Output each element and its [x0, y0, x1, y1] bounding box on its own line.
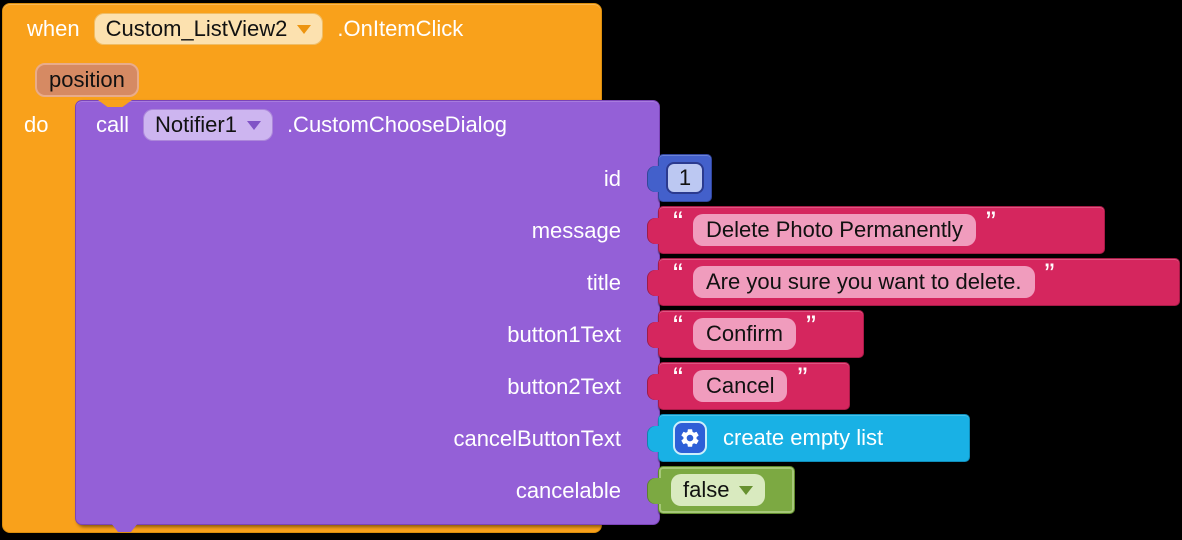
close-quote: ” [806, 310, 817, 343]
param-label-message: message [531, 218, 621, 243]
event-component-name: Custom_ListView2 [105, 16, 288, 41]
dropdown-arrow-icon [246, 120, 261, 130]
param-label-button2Text: button2Text [507, 374, 621, 399]
text-field[interactable]: Cancel [693, 370, 788, 402]
open-quote: “ [673, 362, 683, 395]
call-component-name: Notifier1 [155, 112, 237, 137]
text-block-title[interactable]: “ Are you sure you want to delete. ” [647, 258, 1180, 306]
event-header: when Custom_ListView2 .OnItemClick [3, 4, 601, 45]
puzzle-tab-icon [647, 166, 661, 192]
text-field[interactable]: Delete Photo Permanently [693, 214, 976, 246]
call-header: call Notifier1 .CustomChooseDialog [76, 101, 659, 141]
statement-notch-icon [98, 100, 132, 107]
dropdown-arrow-icon [297, 24, 312, 34]
event-component-dropdown[interactable]: Custom_ListView2 [93, 13, 324, 45]
text-field[interactable]: Confirm [693, 318, 797, 350]
param-label-cancelable: cancelable [515, 478, 621, 503]
text-block-button1Text[interactable]: “ Confirm ” [647, 310, 864, 358]
puzzle-tab-icon [647, 218, 661, 244]
gear-icon[interactable] [673, 421, 707, 455]
event-parameter-position[interactable]: position [35, 63, 139, 97]
logic-value: false [683, 477, 730, 502]
number-field[interactable]: 1 [665, 162, 705, 194]
list-block-label: create empty list [723, 425, 884, 450]
call-keyword: call [96, 112, 130, 137]
logic-value-dropdown[interactable]: false [671, 474, 766, 506]
param-label-title: title [586, 270, 621, 295]
open-quote: “ [673, 206, 683, 239]
close-quote: ” [1044, 258, 1055, 291]
logic-block-cancelable[interactable]: false [647, 466, 795, 514]
param-label-id: id [603, 166, 621, 191]
param-label-button1Text: button1Text [507, 322, 621, 347]
event-name-label: .OnItemClick [337, 16, 464, 41]
call-method-block[interactable]: call Notifier1 .CustomChooseDialog id mes… [75, 100, 660, 532]
method-name-label: .CustomChooseDialog [286, 112, 508, 137]
next-connector-icon [111, 523, 138, 532]
puzzle-tab-icon [647, 322, 661, 348]
open-quote: “ [673, 258, 683, 291]
text-block-message[interactable]: “ Delete Photo Permanently ” [647, 206, 1105, 254]
close-quote: ” [797, 362, 808, 395]
dropdown-arrow-icon [739, 485, 754, 495]
do-label: do [24, 112, 49, 137]
puzzle-tab-icon [647, 478, 661, 504]
text-block-button2Text[interactable]: “ Cancel ” [647, 362, 850, 410]
close-quote: ” [985, 206, 996, 239]
puzzle-tab-icon [647, 270, 661, 296]
text-field[interactable]: Are you sure you want to delete. [693, 266, 1035, 298]
param-label-cancelButtonText: cancelButtonText [453, 426, 621, 451]
when-keyword: when [27, 16, 80, 41]
puzzle-tab-icon [647, 374, 661, 400]
list-block-cancelButtonText[interactable]: create empty list [647, 414, 970, 462]
open-quote: “ [673, 310, 683, 343]
number-block-id[interactable]: 1 [647, 154, 712, 202]
puzzle-tab-icon [647, 426, 661, 452]
call-component-dropdown[interactable]: Notifier1 [143, 109, 273, 141]
